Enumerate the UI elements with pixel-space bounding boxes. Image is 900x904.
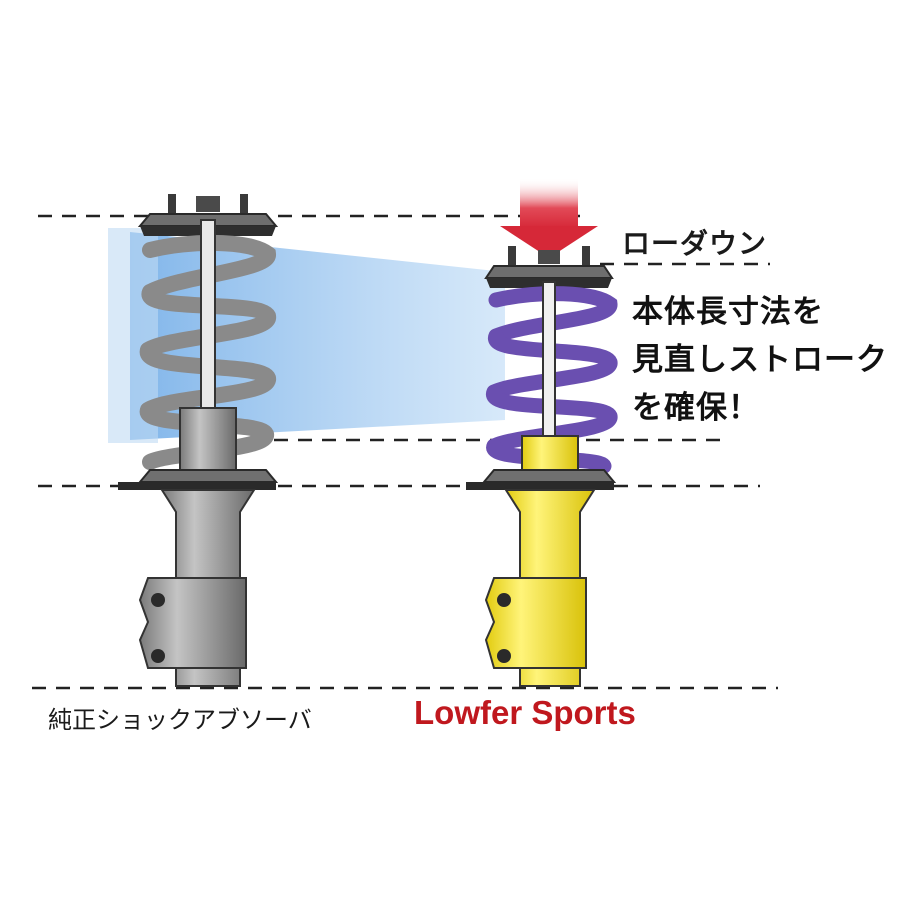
stock-mount-stud <box>168 194 176 216</box>
product-mount-stud <box>508 246 516 268</box>
stock-knuckle-bracket <box>138 577 247 669</box>
product-knuckle-bracket <box>484 577 587 669</box>
product-caption: Lowfer Sports <box>414 694 636 731</box>
stock-bracket-bolt-hole <box>151 593 165 607</box>
feature-line-2: 見直しストローク <box>632 342 888 378</box>
stock-lower-seat-edge <box>118 482 276 490</box>
product-mount-stud <box>582 246 590 268</box>
product-lower-seat-edge <box>466 482 614 490</box>
stock-caption: 純正ショックアブソーバ <box>48 706 312 734</box>
product-top-mount <box>484 265 614 279</box>
down-arrow-icon <box>500 178 598 258</box>
feature-line-1: 本体長寸法を <box>632 294 824 330</box>
stock-mount-nut <box>196 196 220 212</box>
lowdown-label: ローダウン <box>622 227 768 260</box>
stock-lower-seat <box>137 469 279 483</box>
product-bracket-bolt-hole <box>497 593 511 607</box>
product-bracket-bolt-hole <box>497 649 511 663</box>
product-mount-nut <box>538 250 560 264</box>
stock-shock-absorber <box>118 194 279 687</box>
stock-mount-stud <box>240 194 248 216</box>
feature-line-3: を確保！ <box>632 390 760 426</box>
product-piston-rod <box>542 281 556 439</box>
product-shock-absorber <box>466 178 618 687</box>
stock-piston-rod <box>200 219 216 411</box>
product-lower-seat <box>481 469 617 483</box>
stock-bracket-bolt-hole <box>151 649 165 663</box>
